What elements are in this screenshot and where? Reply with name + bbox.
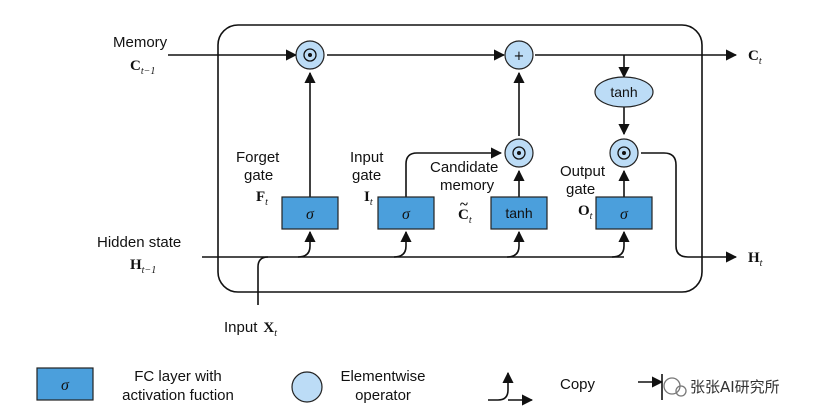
forget-gate-label-1: Forget xyxy=(236,149,280,166)
legend-fc-layer: σ xyxy=(36,367,94,401)
input-to-mult-wire xyxy=(405,147,503,197)
memory-symbol: Ct−1 xyxy=(130,58,155,77)
svg-text:tanh: tanh xyxy=(505,205,532,221)
input-x-wire xyxy=(257,256,269,305)
svg-text:σ: σ xyxy=(620,206,629,223)
candidate-symbol: Ct xyxy=(458,207,472,226)
watermark: 张张AI研究所 xyxy=(663,377,780,397)
candidate-gate-box: tanh xyxy=(490,196,548,230)
legend-copy-label: Copy xyxy=(560,376,596,393)
svg-text:σ: σ xyxy=(402,206,411,223)
memory-label: Memory xyxy=(113,34,168,51)
input-gate-box: σ xyxy=(377,196,435,230)
candidate-tilde: ~ xyxy=(460,197,468,213)
input-gate-label-1: Input xyxy=(350,149,384,166)
legend-copy-arrow-up xyxy=(488,371,514,401)
forget-gate-label-2: gate xyxy=(244,167,273,184)
legend-op-label-1: Elementwise xyxy=(340,368,425,385)
output-gate-box: σ xyxy=(595,196,653,230)
input-gate-label-2: gate xyxy=(352,167,381,184)
add-operator: + xyxy=(504,40,534,70)
legend-fc-label-1: FC layer with xyxy=(134,368,222,385)
forget-branch-wire xyxy=(297,230,316,258)
hidden-state-label: Hidden state xyxy=(97,234,181,251)
svg-text:σ: σ xyxy=(61,377,70,394)
input-gate-symbol: It xyxy=(364,189,373,208)
candidate-label-1: Candidate xyxy=(430,159,498,176)
forget-mult-operator xyxy=(295,40,325,70)
cell-output-symbol: Ct xyxy=(748,48,762,67)
forget-gate-symbol: Ft xyxy=(256,189,268,208)
candidate-branch-wire xyxy=(506,230,525,258)
hidden-output-symbol: Ht xyxy=(748,250,763,269)
output-gate-symbol: Ot xyxy=(578,203,593,222)
hidden-state-symbol: Ht−1 xyxy=(130,257,156,276)
forget-gate-box: σ xyxy=(281,196,339,230)
memory-tanh-operator: tanh xyxy=(594,76,654,108)
candidate-label-2: memory xyxy=(440,177,495,194)
legend-fc-label-2: activation fuction xyxy=(122,387,234,404)
svg-text:+: + xyxy=(514,49,525,64)
watermark-logo-icon xyxy=(663,377,681,395)
lstm-cell-frame xyxy=(217,24,703,293)
svg-text:tanh: tanh xyxy=(610,84,637,100)
output-mult-operator xyxy=(609,138,639,168)
output-gate-label-2: gate xyxy=(566,181,595,198)
output-branch-wire xyxy=(611,230,630,258)
legend-operator-circle xyxy=(291,371,323,403)
legend-op-label-2: operator xyxy=(355,387,411,404)
input-branch-wire xyxy=(393,230,412,258)
watermark-text: 张张AI研究所 xyxy=(690,378,780,396)
input-mult-operator xyxy=(504,138,534,168)
output-gate-label-1: Output xyxy=(560,163,606,180)
svg-text:σ: σ xyxy=(306,206,315,223)
hidden-out-wire xyxy=(641,152,738,263)
